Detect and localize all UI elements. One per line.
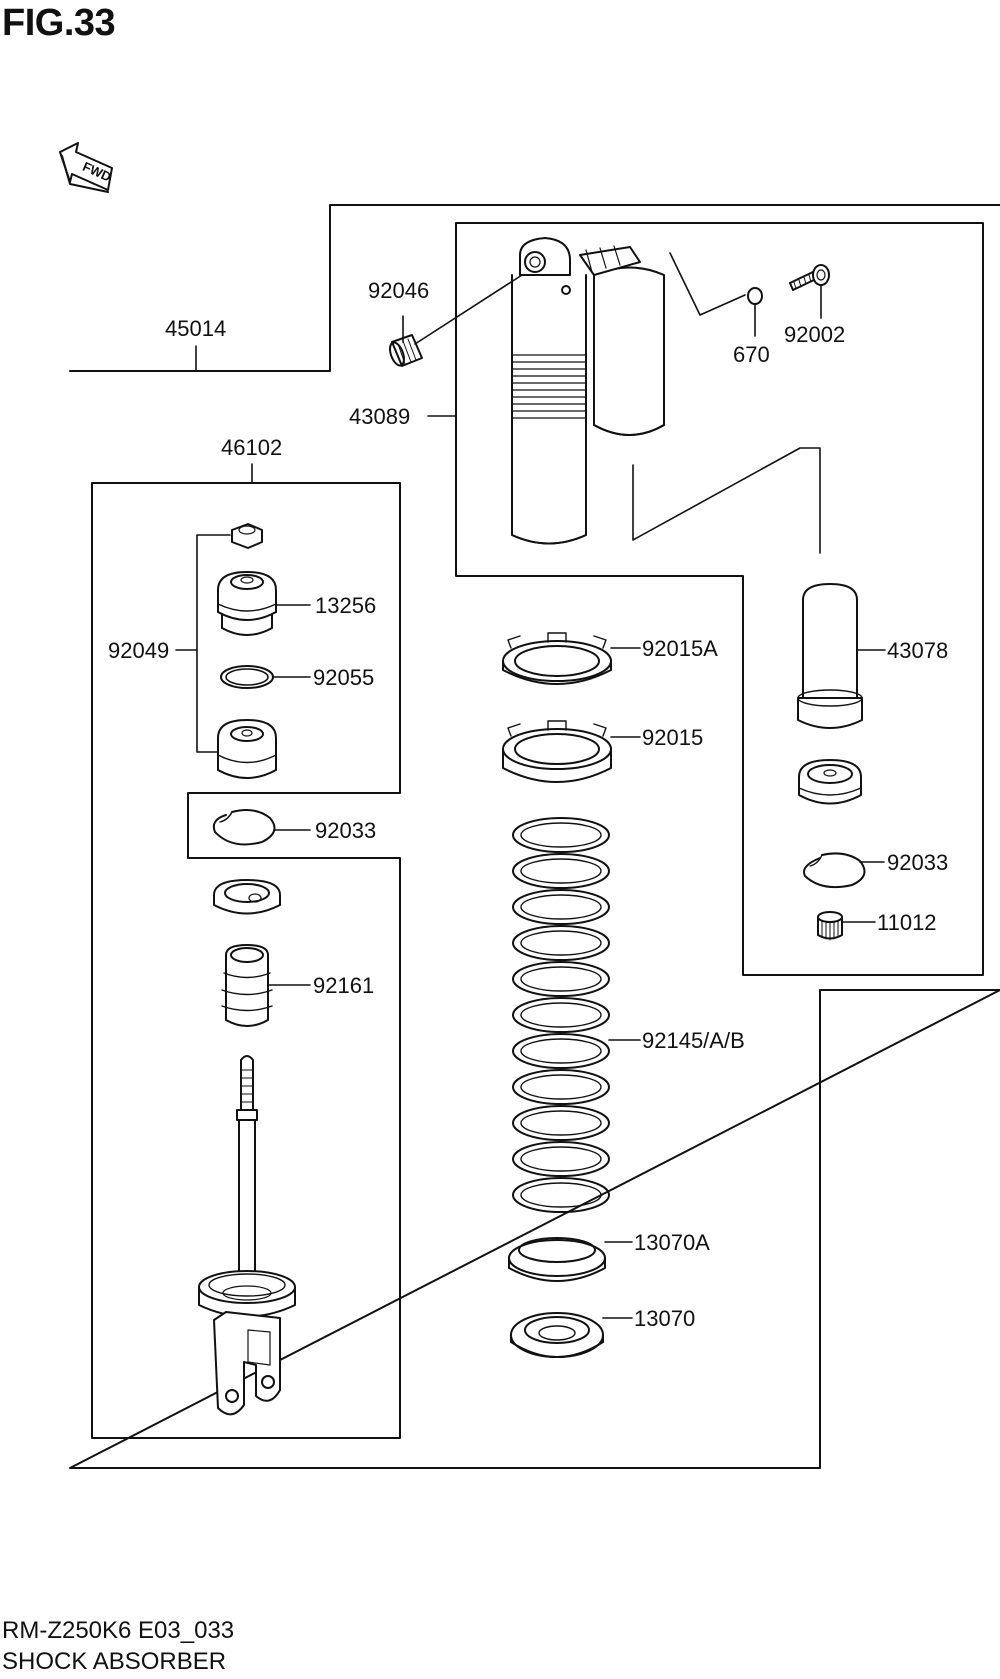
reservoir-cap (798, 759, 862, 805)
footer-section-name: SHOCK ABSORBER (2, 1648, 227, 1675)
shock-body-43089 (511, 237, 665, 545)
assembly-outline-46102 (91, 482, 401, 1439)
part-label-92002: 92002 (784, 322, 845, 347)
part-label-92033-left: 92033 (315, 818, 376, 843)
o-ring-670 (747, 287, 763, 305)
part-label-670: 670 (733, 342, 770, 367)
part-label-13070A: 13070A (634, 1230, 710, 1255)
part-label-92161: 92161 (313, 973, 374, 998)
spring-seat-13070A (508, 1237, 606, 1282)
spring-92145 (512, 817, 610, 1213)
forward-arrow-icon: FWD (59, 142, 114, 193)
bladder-43078 (797, 583, 863, 729)
footer-model-code: RM-Z250K6 E03_033 (2, 1617, 235, 1644)
circlip-92033-right (803, 852, 866, 889)
part-label-46102: 46102 (221, 435, 282, 460)
bearing-11012 (817, 911, 843, 941)
bushing-13256 (217, 571, 277, 636)
nut-92049 (231, 523, 263, 549)
assembly-outline-43089 (455, 222, 984, 976)
part-label-92049: 92049 (108, 638, 169, 663)
part-label-92033-right: 92033 (887, 850, 948, 875)
part-label-11012: 11012 (877, 910, 937, 935)
figure-title: FIG.33 (2, 2, 116, 44)
part-label-92046: 92046 (368, 278, 429, 303)
o-ring-92055 (220, 665, 274, 689)
part-label-45014: 45014 (165, 316, 226, 341)
part-label-92055: 92055 (313, 665, 374, 690)
bolt-92002 (789, 264, 830, 291)
leader-lines (195, 284, 886, 1319)
bushing-lower-92049 (217, 719, 277, 779)
seal-cup (213, 879, 281, 915)
bump-rubber-92161 (221, 944, 273, 1027)
bearing-92046 (389, 274, 523, 367)
lock-nut-92015A (502, 632, 612, 685)
lock-nut-92015 (502, 720, 612, 783)
part-label-13070: 13070 (634, 1306, 695, 1331)
damper-rod-assembly (198, 1055, 296, 1416)
circlip-92033-left (212, 809, 276, 846)
assembly-outline-45014 (69, 204, 1000, 1469)
part-label-43078: 43078 (887, 638, 948, 663)
spring-seat-13070 (510, 1312, 604, 1358)
part-label-92015A: 92015A (642, 636, 718, 661)
part-label-43089: 43089 (349, 404, 410, 429)
part-label-92015: 92015 (642, 725, 703, 750)
part-label-13256: 13256 (315, 593, 376, 618)
part-labels: 45014 46102 92046 43089 670 92002 13256 … (108, 278, 948, 1331)
part-label-92145: 92145/A/B (642, 1028, 745, 1053)
